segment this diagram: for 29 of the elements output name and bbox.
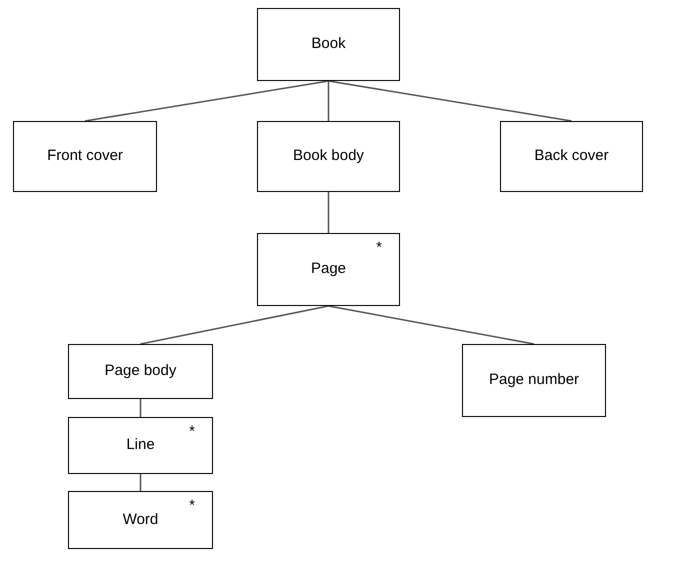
box-label: Book body (293, 146, 364, 166)
hierarchy-box (68, 417, 213, 474)
connector-line (328, 192, 330, 233)
connector-line (140, 305, 329, 345)
connector-line (328, 80, 572, 122)
hierarchy-box (68, 491, 213, 549)
hierarchy-box (68, 344, 213, 399)
hierarchy-box (462, 344, 606, 417)
connector-line (140, 399, 142, 417)
hierarchy-box (500, 121, 643, 192)
box-label: Page number (488, 370, 580, 390)
multiplicity-mark: * (189, 422, 195, 442)
box-label: Page (310, 259, 346, 280)
connector-line (140, 474, 142, 491)
hierarchy-box (257, 121, 400, 192)
multiplicity-mark: * (376, 238, 382, 258)
box-label: Line (126, 435, 155, 456)
hierarchy-box (13, 121, 157, 192)
hierarchy-box (257, 233, 400, 306)
connector-line (84, 80, 329, 122)
multiplicity-mark: * (189, 496, 195, 516)
box-label: Front cover (47, 146, 123, 166)
box-label: Word (122, 510, 158, 530)
box-label: Page body (104, 361, 176, 382)
box-label: Book (311, 34, 346, 54)
connector-line (328, 305, 534, 345)
hierarchy-box (257, 8, 400, 81)
box-label: Back cover (534, 146, 609, 166)
connector-line (328, 81, 330, 121)
